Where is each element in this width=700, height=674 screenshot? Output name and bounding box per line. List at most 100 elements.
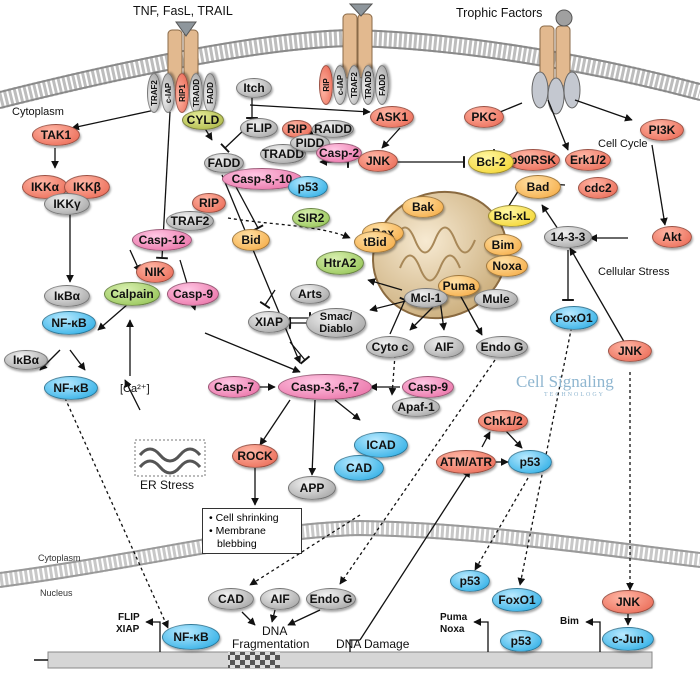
- atm-atr-node: ATM/ATR: [436, 450, 496, 474]
- adaptor-traf2: TRAF2: [147, 73, 161, 113]
- dna-damage-label: DNA Damage: [336, 637, 410, 651]
- adaptor2-ciap: c-IAP: [333, 65, 347, 105]
- dna-strand: [34, 651, 653, 669]
- htra2-node: HtrA2: [316, 251, 364, 275]
- tak1-node: TAK1: [32, 124, 80, 146]
- gene-xiap-label: XIAP: [116, 624, 140, 635]
- akt-node: Akt: [652, 226, 692, 248]
- trophic-receptor: [531, 9, 581, 115]
- cdc2-node: cdc2: [578, 177, 618, 199]
- mcl1-node: Mcl-1: [404, 288, 448, 308]
- ikkb-node: IKKβ: [64, 175, 110, 199]
- adaptor2-rip: RIP: [319, 65, 333, 105]
- 14-3-3-node: 14-3-3: [544, 226, 592, 248]
- cellular-stress-label: Cellular Stress: [598, 266, 670, 278]
- rock-node: ROCK: [232, 444, 278, 468]
- pi3k-node: PI3K: [640, 119, 684, 141]
- cell-cycle-label: Cell Cycle: [598, 138, 648, 150]
- pathway-arrows: [39, 95, 668, 652]
- p90rsk-node: p90RSK: [506, 149, 560, 171]
- nfkb-node-3: NF-κB: [162, 624, 220, 650]
- cad-node-a: CAD: [334, 455, 384, 481]
- cyld-node: CYLD: [182, 110, 224, 130]
- casp9-node-a: Casp-9: [167, 282, 219, 306]
- calpain-node: Calpain: [104, 282, 160, 306]
- cell-signaling-logo: Cell Signaling TECHNOLOGY: [516, 372, 614, 398]
- gene-flip-label: FLIP: [118, 612, 140, 623]
- jnk-node-c: JNK: [602, 590, 654, 614]
- cytc-node: Cyto c: [366, 336, 414, 358]
- death-ligands-label: TNF, FasL, TRAIL: [133, 4, 233, 18]
- effect-shrinking: • Cell shrinking: [209, 512, 279, 524]
- cell-effects-box: • Cell shrinking • Membrane blebbing: [202, 508, 302, 554]
- effect-blebbing: blebbing: [217, 538, 257, 550]
- gene-puma-label: Puma: [440, 612, 468, 623]
- traf2-node: TRAF2: [166, 211, 214, 231]
- nfkb-node-2: NF-κB: [44, 376, 98, 400]
- cjun-node: c-Jun: [602, 627, 654, 651]
- p53-node-d: p53: [500, 630, 542, 652]
- calcium-label: [Ca²⁺]: [120, 383, 150, 395]
- ikkg-node: IKKγ: [44, 193, 90, 215]
- tbid-node: tBid: [354, 231, 396, 253]
- jnk-node-b: JNK: [608, 340, 652, 362]
- ask1-node: ASK1: [370, 106, 414, 128]
- pkc-node: PKC: [464, 106, 504, 128]
- arts-node: Arts: [290, 284, 330, 304]
- foxo1-node-b: FoxO1: [492, 588, 542, 612]
- casp7-node: Casp-7: [208, 376, 260, 398]
- bad-node: Bad: [515, 175, 561, 199]
- sir2-node: SIR2: [292, 208, 330, 228]
- ikba-node-2: IκBα: [4, 350, 48, 370]
- casp2-node: Casp-2: [316, 143, 362, 163]
- endog-node-a: Endo G: [476, 336, 528, 358]
- p53-node-a: p53: [288, 176, 328, 198]
- p53-node-c: p53: [450, 570, 490, 592]
- nfkb-node-1: NF-κB: [42, 311, 96, 335]
- casp3-6-7-node: Casp-3,-6,-7: [278, 374, 372, 400]
- ikba-node-1: IκBα: [44, 285, 90, 307]
- jnk-node-a: JNK: [358, 150, 398, 172]
- cad-node-b: CAD: [208, 588, 254, 610]
- trophic-factors-label: Trophic Factors: [456, 6, 543, 20]
- apaf1-node: Apaf-1: [392, 397, 440, 417]
- casp9-node-b: Casp-9: [402, 376, 454, 398]
- adaptor2-fadd: FADD: [375, 65, 389, 105]
- rip-node: RIP: [192, 193, 226, 213]
- logo-subtext: TECHNOLOGY: [544, 392, 605, 398]
- bid-node: Bid: [232, 229, 270, 251]
- noxa-node: Noxa: [486, 255, 528, 277]
- foxo1-node-a: FoxO1: [550, 306, 598, 330]
- adaptor-tradd: TRADD: [189, 73, 203, 113]
- cytoplasm-label: Cytoplasm: [12, 106, 64, 118]
- fragmentation-label: Fragmentation: [232, 637, 310, 651]
- casp12-node: Casp-12: [132, 229, 192, 251]
- puma-node: Puma: [438, 275, 480, 297]
- fadd-node: FADD: [204, 153, 244, 173]
- bak-node: Bak: [402, 196, 444, 218]
- gene-noxa-label: Noxa: [440, 624, 465, 635]
- casp8-10-node: Casp-8,-10: [222, 168, 302, 190]
- adaptor-rip1: RIP1: [175, 73, 189, 113]
- itch-node: Itch: [236, 78, 272, 98]
- mule-node: Mule: [474, 289, 518, 309]
- nuclear-membrane: [0, 519, 700, 588]
- aif-node-b: AIF: [260, 588, 300, 610]
- nik-node: NIK: [136, 261, 174, 283]
- er-stress-structure: [134, 439, 206, 477]
- adaptor-fadd: FADD: [203, 73, 217, 113]
- er-stress-label: ER Stress: [140, 478, 195, 492]
- adaptor2-traf2: TRAF2: [347, 65, 361, 105]
- smac-diablo-node: Smac/ Diablo: [306, 308, 366, 338]
- raidd-node: RAIDD: [312, 120, 354, 138]
- chk-node: Chk1/2: [478, 410, 528, 432]
- bcl2-node: Bcl-2: [468, 150, 514, 174]
- dna-label: DNA: [262, 624, 288, 638]
- app-node: APP: [288, 476, 336, 500]
- effect-membrane: • Membrane: [209, 525, 266, 537]
- p53-node-b: p53: [508, 450, 552, 474]
- bclxl-node: Bcl-xL: [488, 205, 536, 227]
- logo-text: Cell Signaling: [516, 372, 614, 391]
- death-receptor-2: [342, 3, 374, 79]
